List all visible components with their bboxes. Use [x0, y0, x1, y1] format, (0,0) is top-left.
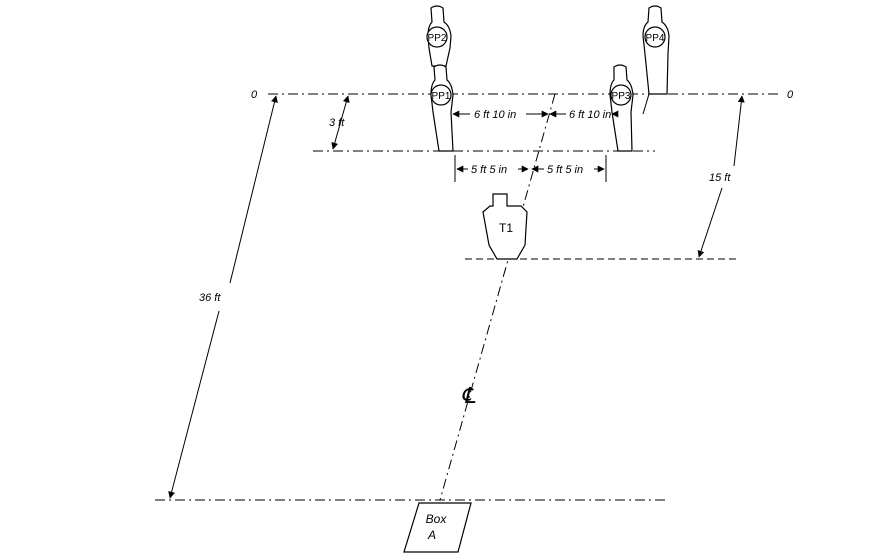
popper-pp3: PP3	[609, 64, 634, 152]
dim-36ft-arrow-b	[168, 310, 220, 499]
popper-pp2: PP2	[426, 5, 452, 67]
centerline-symbol: ℄	[461, 384, 476, 409]
target-t1: T1	[482, 193, 528, 260]
centerline	[439, 93, 556, 501]
zero-label-right: 0	[787, 89, 794, 101]
dim-3ft-label: 3 ft	[329, 117, 345, 129]
dim-6ft10-left-label: 6 ft 10 in	[474, 109, 516, 121]
dim-3ft-arrow	[331, 95, 350, 150]
dim-36ft-label: 36 ft	[199, 292, 221, 304]
popper-pp1: PP1	[430, 64, 454, 152]
dim-15ft-arrow-b	[697, 187, 723, 258]
dim-5ft5-left-label: 5 ft 5 in	[471, 164, 507, 176]
popper-pp4: PP4	[642, 5, 670, 95]
pp2-label: PP2	[428, 33, 447, 44]
dim-15ft-arrow-a	[733, 95, 745, 167]
zero-label-left: 0	[251, 89, 258, 101]
dim-5ft5-right-label: 5 ft 5 in	[547, 164, 583, 176]
t1-label: T1	[499, 221, 513, 235]
pp4-label: PP4	[646, 33, 665, 44]
dim-6ft10-right-label: 6 ft 10 in	[569, 109, 611, 121]
shooting-box-a: Box A	[403, 502, 472, 553]
pp3-label: PP3	[612, 91, 631, 102]
box-label-line2: A	[427, 528, 436, 542]
pp1-label: PP1	[432, 91, 451, 102]
dim-36ft-arrow-a	[229, 95, 278, 284]
box-label-line1: Box	[426, 512, 448, 526]
pp4-stand	[642, 93, 650, 115]
dim-15ft-label: 15 ft	[709, 172, 731, 184]
